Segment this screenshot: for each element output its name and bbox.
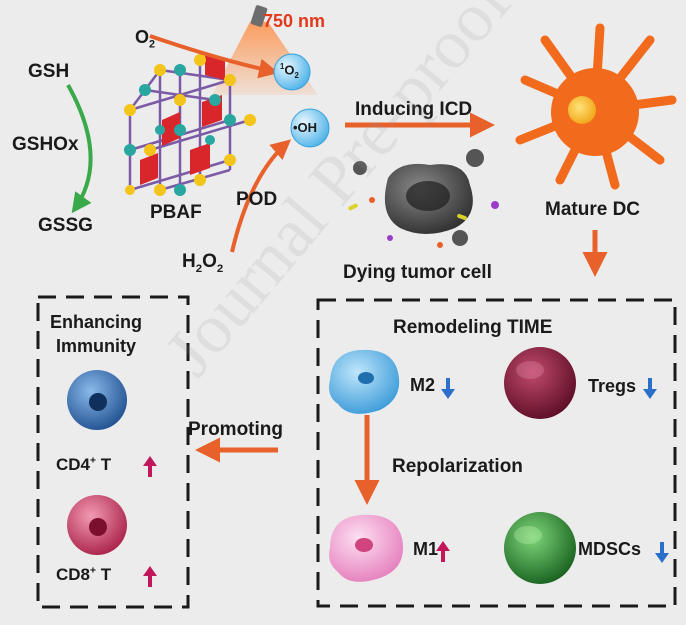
cd8-t-cell-icon [67,495,127,555]
gsh-label: GSH [28,61,70,82]
mdscs-cell-icon [504,512,576,584]
m1-up-arrow-icon [436,541,450,562]
tregs-cell-icon [504,347,576,419]
m2-label: M2 [410,375,436,395]
cd8-t-label: CD8+ T [56,565,112,584]
mature-dc-icon [515,23,677,190]
pod-label: POD [236,189,278,210]
pbaf-framework-icon [124,54,256,196]
promoting-label: Promoting [188,419,283,440]
enhancing-immunity-title-line1: Enhancing [50,312,143,332]
h2o2-label: H2O2 [182,251,224,275]
tregs-down-arrow-icon [643,378,657,399]
mdscs-down-arrow-icon [655,542,669,563]
cd4-t-cell-icon [67,370,127,430]
singlet-oxygen-bubble [273,53,311,91]
m1-macrophage-icon [329,514,404,582]
cd4-up-arrow-icon [143,456,157,477]
remodeling-time-box [316,298,677,608]
o2-label: O2 [135,27,156,51]
enhancing-immunity-box [36,295,190,609]
gshox-label: GSHOx [12,134,79,155]
hydroxyl-radical-label: •OH [293,120,318,135]
inducing-icd-label: Inducing ICD [355,99,473,120]
singlet-oxygen-label: 1O2 [280,62,299,80]
gssg-label: GSSG [38,215,93,236]
tregs-label: Tregs [588,376,637,396]
m1-label: M1 [413,539,439,559]
arrow-gsh-to-gssg [66,84,93,214]
mdscs-label: MDSCs [578,539,642,559]
wavelength-label: 750 nm [263,11,326,31]
cd8-up-arrow-icon [143,566,157,587]
hydroxyl-radical-bubble [290,108,330,148]
enhancing-immunity-title-line2: Immunity [56,336,137,356]
pbaf-label: PBAF [150,202,202,223]
remodeling-time-title: Remodeling TIME [393,317,553,338]
m2-down-arrow-icon [441,378,455,399]
repolarization-label: Repolarization [392,456,523,477]
cd4-t-label: CD4+ T [56,455,112,474]
arrow-o2-to-singlet [149,34,279,79]
m2-macrophage-icon [329,349,400,414]
arrow-h2o2-to-oh [230,139,292,253]
mature-dc-label: Mature DC [545,199,641,220]
dying-tumor-cell-icon [348,149,499,248]
dying-tumor-cell-label: Dying tumor cell [343,262,492,283]
